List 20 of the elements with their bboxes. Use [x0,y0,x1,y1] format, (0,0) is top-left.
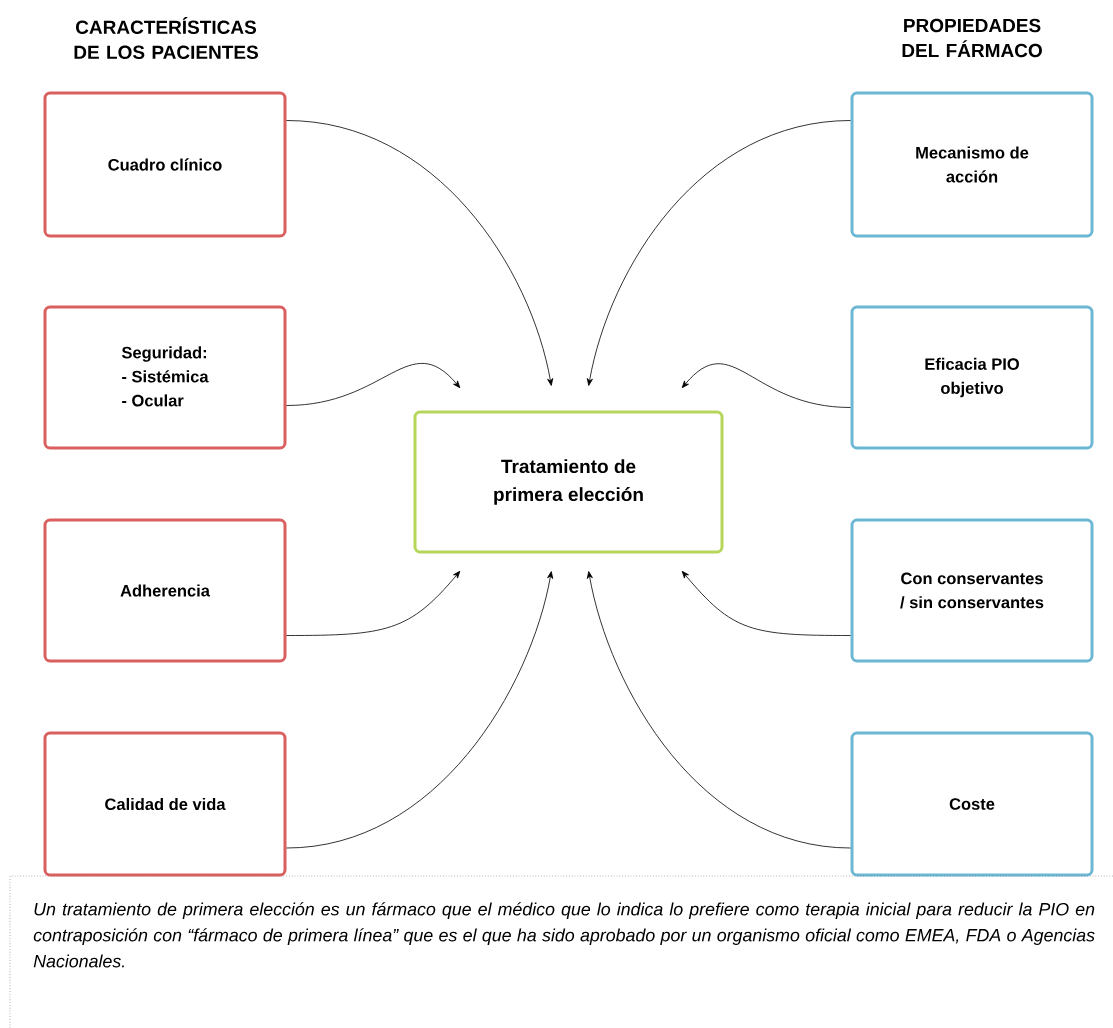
arrow [286,570,461,636]
box: Eficacia PIO objetivo [850,305,1094,450]
arrow [586,571,851,849]
box: Tratamiento de primera elección [413,410,724,554]
box: Seguridad: - Sistémica - Ocular [43,305,287,450]
column-heading: PROPIEDADES DEL FÁRMACO [902,18,1042,58]
box: Coste [850,731,1094,877]
caption: Un tratamiento de primera elección es un fármaco que el médico que lo indica lo prefiere como terapia inicial para reducir la PIO en contraposición con “fármaco de primera línea” que es el que ha sido aprobado por un organismo oficial como EMEA, FDA o Agencias Nacionales. [33,902,1095,968]
arrow [586,120,851,386]
box: Adherencia [43,518,287,663]
arrow [681,570,851,636]
arrow [681,363,851,408]
column-heading: CARACTERÍSTICAS DE LOS PACIENTES [74,17,258,59]
box: Mecanismo de acción [850,91,1094,238]
box: Con conservantes / sin conservantes [850,518,1094,663]
arrow [286,571,554,849]
arrow [286,120,554,386]
box: Calidad de vida [43,731,287,877]
arrow [286,363,461,406]
box: Cuadro clínico [43,91,287,238]
